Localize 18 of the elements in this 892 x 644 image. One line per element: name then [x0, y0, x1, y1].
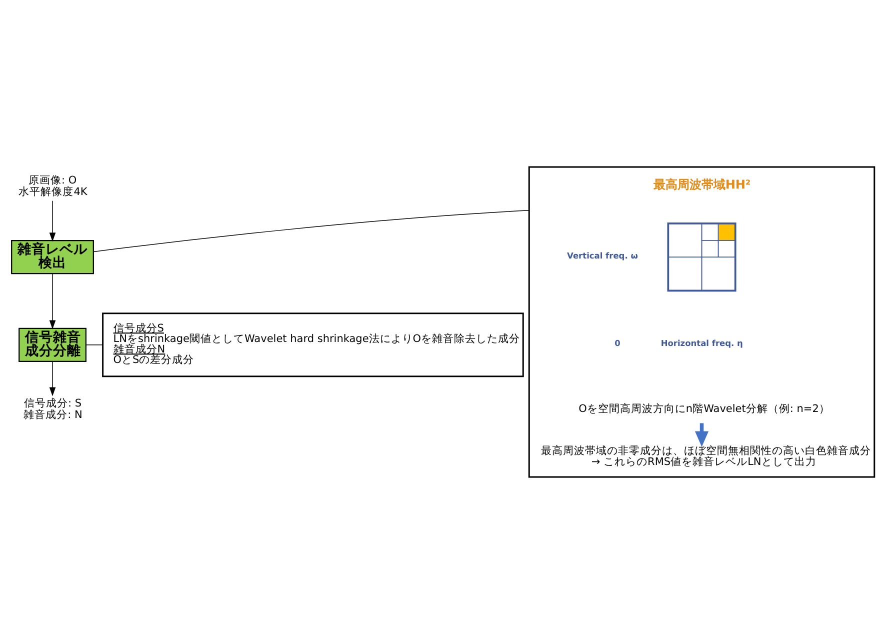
node-text: 原画像: O 水平解像度4K [18, 174, 88, 198]
label: 最高周波帯域HH² [653, 178, 751, 192]
cluster [528, 166, 876, 478]
label: 0 [614, 338, 620, 348]
node-text: 信号成分: S 雑音成分: N [24, 398, 82, 421]
node-box: 信号成分S LNをshrinkage閾値としてWavelet hard shrinkage法によりOを雑音除去した成分 雑音成分N OとSの差分成分 [102, 312, 524, 378]
node-text: Oを空間高周波方向にn階Wavelet分解（例: n=2） [578, 403, 830, 416]
arrow [694, 423, 709, 447]
arrow [49, 273, 56, 330]
label: Horizontal freq. η [660, 338, 743, 348]
connector [86, 344, 104, 346]
node-text: 最高周波帯域の非零成分は、ほぼ空間無相関性の高い白色雑音成分 → これらのRMS値を雑音レベルLNとして出力 [541, 444, 872, 468]
arrow [49, 200, 56, 242]
connector [93, 210, 530, 252]
node-box: 雑音レベル検出 [11, 240, 94, 274]
label: Vertical freq. ω [567, 250, 638, 260]
node-box: 信号雑音成分分離 [18, 328, 86, 362]
arrow [49, 361, 56, 396]
